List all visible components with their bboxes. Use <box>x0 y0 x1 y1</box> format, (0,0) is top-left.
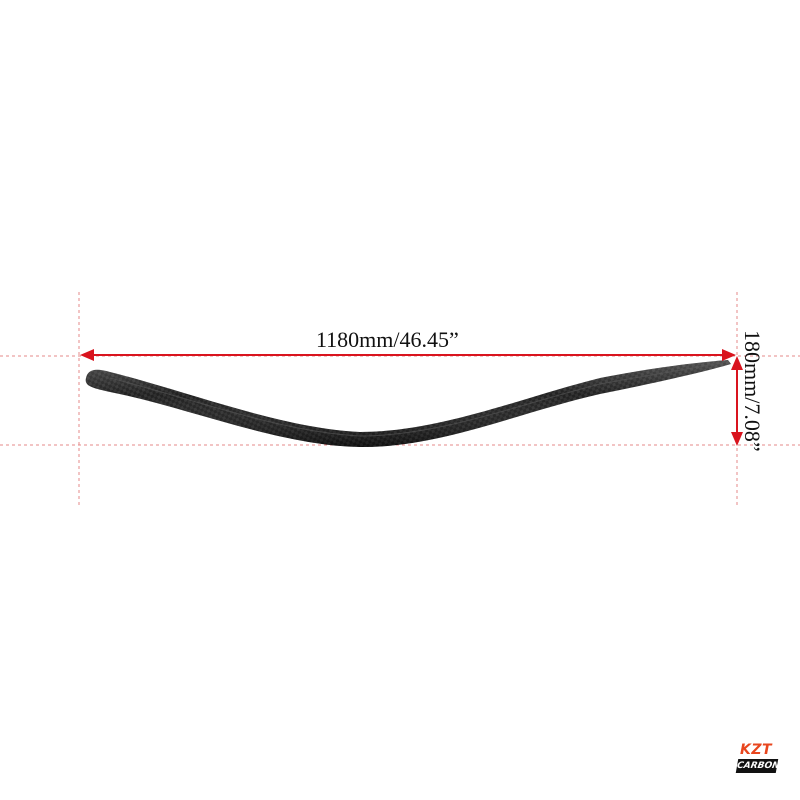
logo-brand-top: KZT <box>740 742 773 758</box>
height-dimension-label: 180mm/7.08” <box>740 330 765 452</box>
width-dimension-arrow <box>80 349 736 361</box>
height-dimension-arrow <box>731 356 743 446</box>
width-dimension-label: 1180mm/46.45” <box>316 327 459 352</box>
logo-brand-bottom: CARBON <box>735 759 781 773</box>
carbon-fiber-splitter-icon <box>85 360 731 448</box>
guide-lines <box>0 292 800 508</box>
kzt-carbon-logo: KZT CARBON <box>735 742 781 777</box>
